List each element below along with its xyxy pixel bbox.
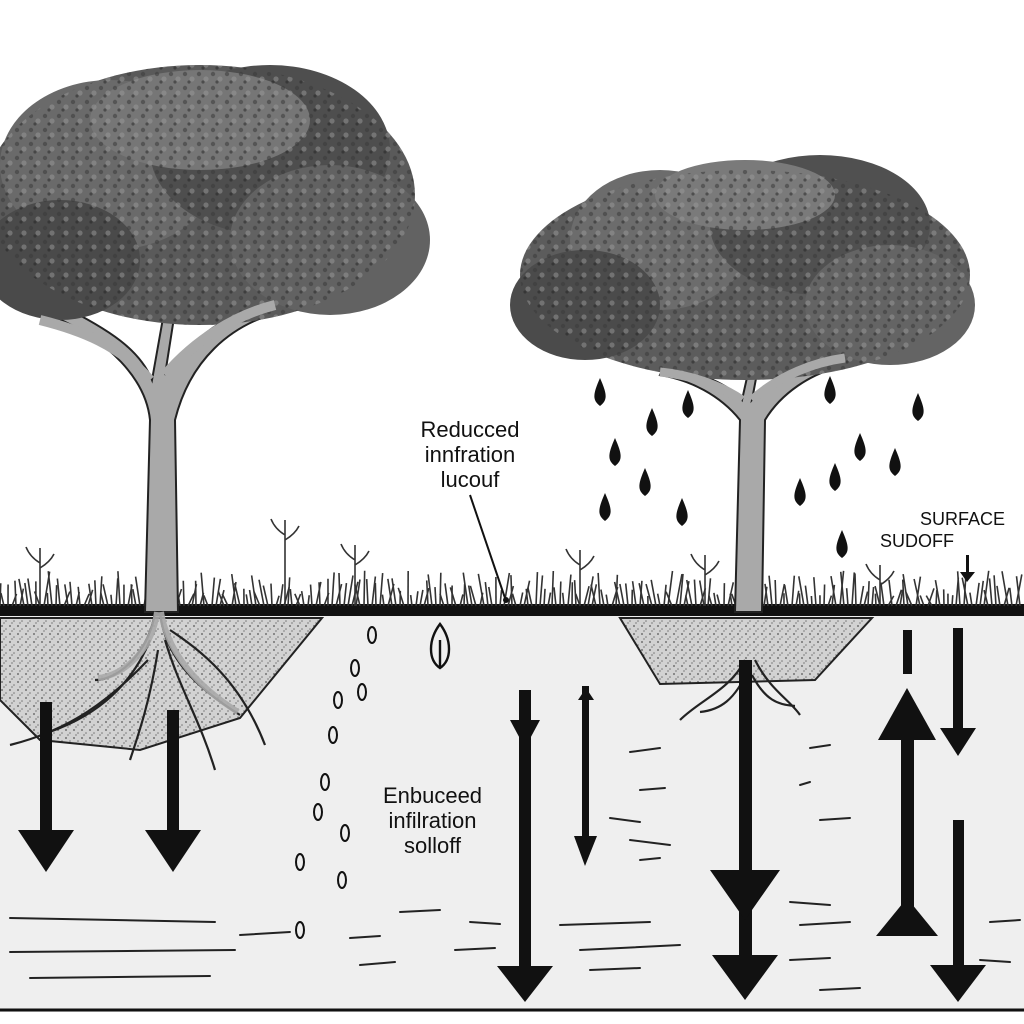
down-arrow-icon <box>960 555 975 582</box>
label-line: infilration <box>388 808 477 833</box>
down-arrow-icon <box>574 686 597 866</box>
sprout-icon <box>429 621 451 670</box>
enhanced-infiltration-label: Enbuceed infilration solloff <box>360 783 505 858</box>
soil-strata <box>9 744 1021 991</box>
label-pointer <box>469 494 506 599</box>
down-arrow-icon <box>930 820 986 1002</box>
down-arrow-icon <box>710 660 780 1000</box>
label-line: innfration <box>424 442 516 467</box>
label-line: solloff <box>403 833 462 858</box>
tree-icon <box>510 155 975 721</box>
label-line: Enbuceed <box>382 783 483 808</box>
down-arrow-icon <box>940 628 976 756</box>
grass-icon <box>0 518 1023 607</box>
seepage-droplets <box>295 626 377 939</box>
root-basin-right <box>618 617 875 686</box>
raindrop-icon <box>594 376 924 558</box>
label-line: lucouf <box>440 467 500 492</box>
up-arrow-icon <box>876 630 938 936</box>
down-arrow-icon <box>497 690 553 1002</box>
tree-icon <box>0 65 430 771</box>
label-line: SUDOFF <box>880 531 954 551</box>
surface-runoff-label: SURFACE SUDOFF <box>880 508 1024 552</box>
down-arrow-icon <box>145 710 201 872</box>
down-arrow-icon <box>18 702 74 872</box>
ground-surface-line <box>0 604 1024 616</box>
label-line: SURFACE <box>920 509 1006 529</box>
reduced-infiltration-label: Reducced innfration lucouf <box>400 417 540 492</box>
label-line: Reducced <box>420 417 520 442</box>
